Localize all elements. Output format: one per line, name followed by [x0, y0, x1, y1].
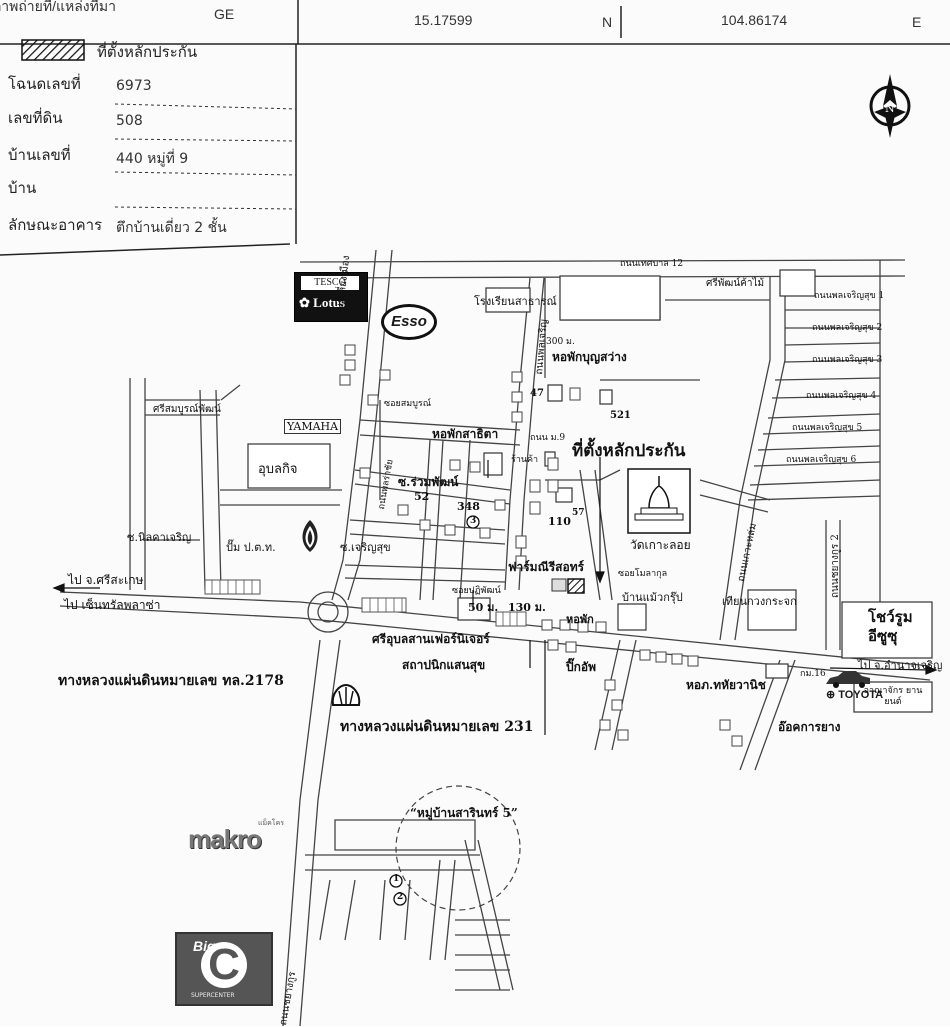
- building-type-label: ลักษณะอาคาร: [8, 216, 103, 234]
- bigc-sub: SUPERCENTER: [191, 992, 235, 999]
- label-sakol: อ๊อคการยาง: [778, 720, 841, 734]
- village-label: บ้าน: [8, 179, 37, 197]
- info-box: [0, 39, 297, 256]
- label-school: โรงเรียนสาธารณ์: [474, 295, 557, 308]
- compass-n-label: N: [885, 102, 895, 115]
- header-frame: [0, 0, 950, 45]
- label-farm: ฟาร์มณีรีสอทร์: [508, 560, 585, 574]
- label-toyota-sub: อาณาจักร ยานยนต์: [863, 686, 923, 707]
- label-soi2: ถนนพลเจริญสุข 2: [812, 323, 883, 333]
- lotus-text: ✿ Lotus: [299, 295, 345, 310]
- label-highway-231: ทางหลวงแผ่นดินหมายเลข 231: [340, 719, 534, 735]
- deed-value: 6973: [116, 78, 152, 94]
- label-dorm-3: หอพัก: [566, 613, 594, 626]
- label-521: 521: [610, 410, 631, 421]
- label-3: 3: [470, 516, 477, 526]
- toyota-logo: ⊕ TOYOTA: [826, 689, 884, 701]
- label-ptt: ปั๊ม ป.ต.ท.: [226, 541, 276, 554]
- label-57: 57: [572, 508, 585, 518]
- tesco-lotus-logo: TESCO ✿ Lotus: [294, 272, 368, 322]
- label-47: 47: [530, 388, 544, 399]
- label-soi6: ถนนพลเจริญสุข 6: [786, 455, 857, 465]
- label-baan-maew: บ้านแม้วกรุ๊ป: [622, 591, 683, 604]
- lotus-name: Lotus: [313, 295, 345, 310]
- label-furniture: ศรีอุบลสานเฟอร์นิเจอร์: [372, 632, 490, 646]
- tesco-text: TESCO: [301, 276, 359, 290]
- label-soi-m9: ถนน ม.9: [530, 433, 566, 443]
- deed-label: โฉนดเลขที่: [8, 75, 81, 93]
- house-no-label: บ้านเลขที่: [8, 146, 71, 164]
- ptt-logo-icon: [302, 520, 318, 552]
- label-dorm-sathita: หอพักสาธิตา: [432, 427, 499, 441]
- header-latitude: 15.17599: [414, 12, 473, 28]
- temple-icon: [627, 468, 691, 534]
- car-icon: [826, 671, 870, 688]
- label-1: 1: [393, 874, 400, 884]
- header-ge: GE: [214, 6, 235, 22]
- label-ubonkit: อุบลกิจ: [258, 462, 298, 477]
- label-pickup: ปิ๊กอัพ: [566, 660, 596, 674]
- road-label-top: ถนนเทศบาล 12: [620, 259, 684, 269]
- label-50m: 50 ม.: [468, 601, 499, 614]
- label-soi3: ถนนพลเจริญสุข 3: [812, 355, 883, 365]
- label-isuzu-showroom: โชว์รูม อีซูซุ: [868, 608, 913, 645]
- header-e: E: [912, 14, 922, 30]
- label-130m: 130 ม.: [508, 601, 546, 614]
- bigc-logo: Big C SUPERCENTER: [175, 932, 273, 1006]
- label-110: 110: [548, 515, 571, 528]
- label-to-amnat: ไป จ.อำนาจเจริญ: [858, 659, 943, 672]
- label-2: 2: [397, 892, 404, 902]
- label-soi-charoen: ซ.เจริญสุข: [340, 541, 391, 554]
- shell-logo-icon: [331, 683, 361, 706]
- land-no-value: 508: [116, 113, 143, 129]
- label-collateral-location: ที่ตั้งหลักประกัน: [572, 441, 686, 461]
- label-soi-phat: ซอยปฏิพัฒน์: [452, 586, 501, 596]
- label-shop-top-right: ศรีพัฒน์ค้าไม้: [706, 278, 765, 289]
- label-dorm-4: หอภ.ทหัยวานิช: [686, 678, 766, 692]
- road-label-chayangkun: ถนนชยางกูร 2: [830, 534, 841, 598]
- label-highway-2178: ทางหลวงแผ่นดินหมายเลข ทล.2178: [58, 673, 284, 689]
- header-longitude: 104.86174: [721, 12, 788, 28]
- header-source-label: ภาพถ่ายที่/แหล่งที่มา: [0, 0, 116, 14]
- label-soi4: ถนนพลเจริญสุข 4: [806, 391, 877, 401]
- label-52: 52: [414, 490, 430, 503]
- label-300m: 300 ม.: [546, 337, 575, 347]
- label-348: 348: [457, 500, 480, 513]
- label-thian: เทียนกวงกระจก: [722, 595, 797, 608]
- makro-logo: makro: [188, 824, 262, 854]
- header-n: N: [602, 14, 613, 30]
- label-sri-somboon: ศรีสมบูรณ์พัฒน์: [153, 404, 221, 415]
- makro-sub: แม็คโคร: [258, 819, 285, 827]
- label-shop-front: ร้านค้า: [511, 455, 539, 465]
- label-soi5: ถนนพลเจริญสุข 5: [792, 423, 863, 433]
- building-type-value: ตึกบ้านเดี่ยว 2 ชั้น: [116, 220, 227, 236]
- compass-north-icon: N: [869, 74, 911, 138]
- label-soi-somboon: ซอยสมบูรณ์: [384, 399, 432, 409]
- label-soi-nitcha: ซ.นิลคาเจริญ: [127, 531, 192, 544]
- legend-collateral-label: ที่ตั้งหลักประกัน: [97, 43, 198, 61]
- toyota-text: TOYOTA: [838, 689, 884, 701]
- label-clinic: สถาปนิกแสนสุข: [402, 658, 486, 672]
- label-to-srisaket: ไป จ.ศรีสะเกษ: [68, 573, 144, 587]
- label-soi-ruam-phat: ซ.ร่วมพัฒน์: [398, 475, 459, 489]
- bigc-c: C: [201, 942, 247, 988]
- label-temple: วัดเกาะลอย: [630, 538, 691, 552]
- label-km16: กม.16: [800, 669, 826, 679]
- land-no-label: เลขที่ดิน: [8, 109, 63, 127]
- label-soi-mai: ซอยโมลากุล: [618, 569, 668, 579]
- label-soi1: ถนนพลเจริญสุข 1: [814, 291, 885, 301]
- label-yamaha: YAMAHA: [284, 419, 342, 434]
- label-to-central: ไป เซ็นทรัลพลาซ่า: [64, 598, 161, 612]
- label-village-5: “หมู่บ้านสารินทร์ 5”: [410, 806, 518, 820]
- label-dorm-boonsawang: หอพักบุญสว่าง: [552, 350, 627, 364]
- esso-logo: Esso: [381, 304, 437, 340]
- house-no-value: 440 หมู่ที่ 9: [116, 151, 189, 167]
